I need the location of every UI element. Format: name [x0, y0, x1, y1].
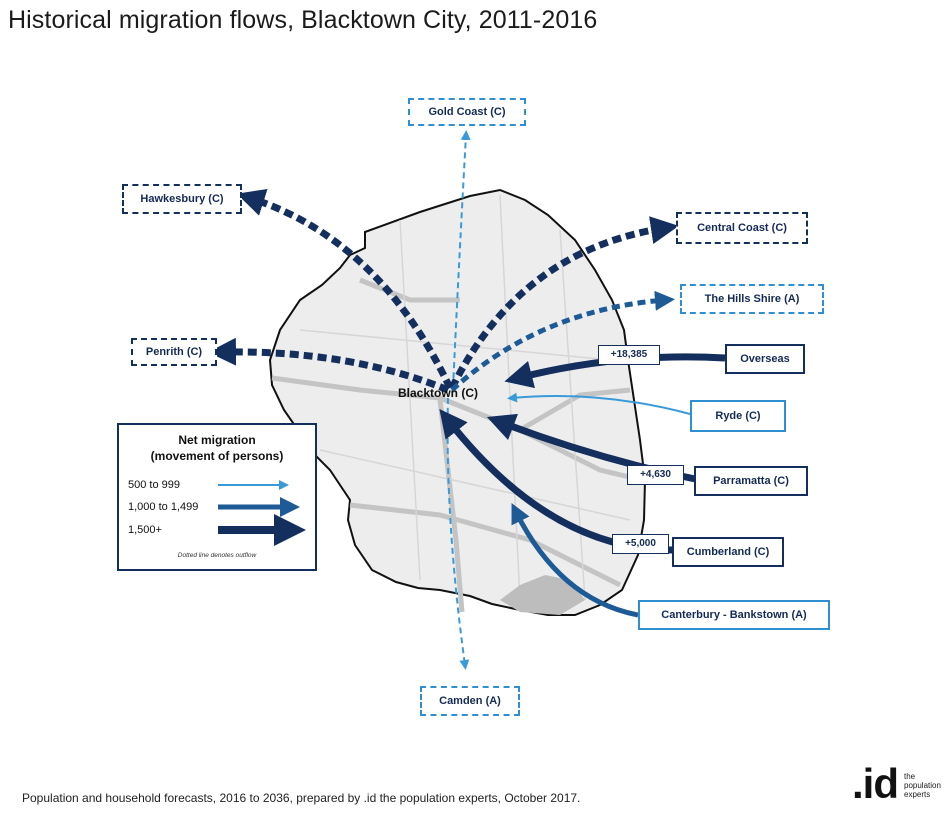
legend-note: Dotted line denotes outflow	[177, 552, 257, 559]
legend-title: Net migration (movement of persons)	[118, 432, 316, 464]
logo-mark: .id	[852, 760, 899, 807]
logo-tagline-2: population	[904, 781, 941, 790]
footer-source: Population and household forecasts, 2016…	[22, 791, 581, 805]
place-box-parramatta: Parramatta (C)	[694, 466, 808, 496]
place-box-gold-coast: Gold Coast (C)	[408, 98, 526, 126]
legend-label-1000-1499: 1,000 to 1,499	[128, 501, 199, 513]
value-label-overseas: +18,385	[598, 345, 660, 365]
logo-tagline-1: the	[904, 772, 916, 781]
place-box-canterbury-bankstown: Canterbury - Bankstown (A)	[638, 600, 830, 630]
legend-title-line1: Net migration	[178, 433, 256, 447]
flow-arrow-penrith	[208, 337, 450, 394]
value-label-parramatta: +4,630	[627, 465, 684, 485]
legend-label-1500plus: 1,500+	[128, 524, 162, 536]
legend-title-line2: (movement of persons)	[150, 449, 284, 463]
place-box-the-hills-shire: The Hills Shire (A)	[680, 284, 824, 314]
logo-tagline-3: experts	[904, 790, 931, 799]
nature-reserve	[500, 575, 585, 615]
place-box-cumberland: Cumberland (C)	[672, 537, 784, 567]
flow-arrow-ryde	[507, 392, 691, 415]
place-box-ryde: Ryde (C)	[690, 400, 786, 432]
flow-arrow-the-hills-shire	[450, 290, 675, 392]
page-title: Historical migration flows, Blacktown Ci…	[8, 6, 598, 34]
value-label-cumberland: +5,000	[612, 534, 669, 554]
place-box-penrith: Penrith (C)	[131, 338, 217, 366]
flow-arrow-central-coast	[448, 216, 679, 390]
id-logo[interactable]: .id the population experts	[852, 760, 948, 810]
logo-tagline: the population experts	[904, 772, 948, 799]
place-box-overseas: Overseas	[725, 344, 805, 374]
place-box-central-coast: Central Coast (C)	[676, 212, 808, 244]
place-box-camden: Camden (A)	[420, 686, 520, 716]
flow-arrow-canterbury-bankstown	[511, 503, 639, 618]
legend-label-500-999: 500 to 999	[128, 479, 180, 491]
center-label-blacktown: Blacktown (C)	[398, 386, 479, 400]
place-box-hawkesbury: Hawkesbury (C)	[122, 184, 242, 214]
